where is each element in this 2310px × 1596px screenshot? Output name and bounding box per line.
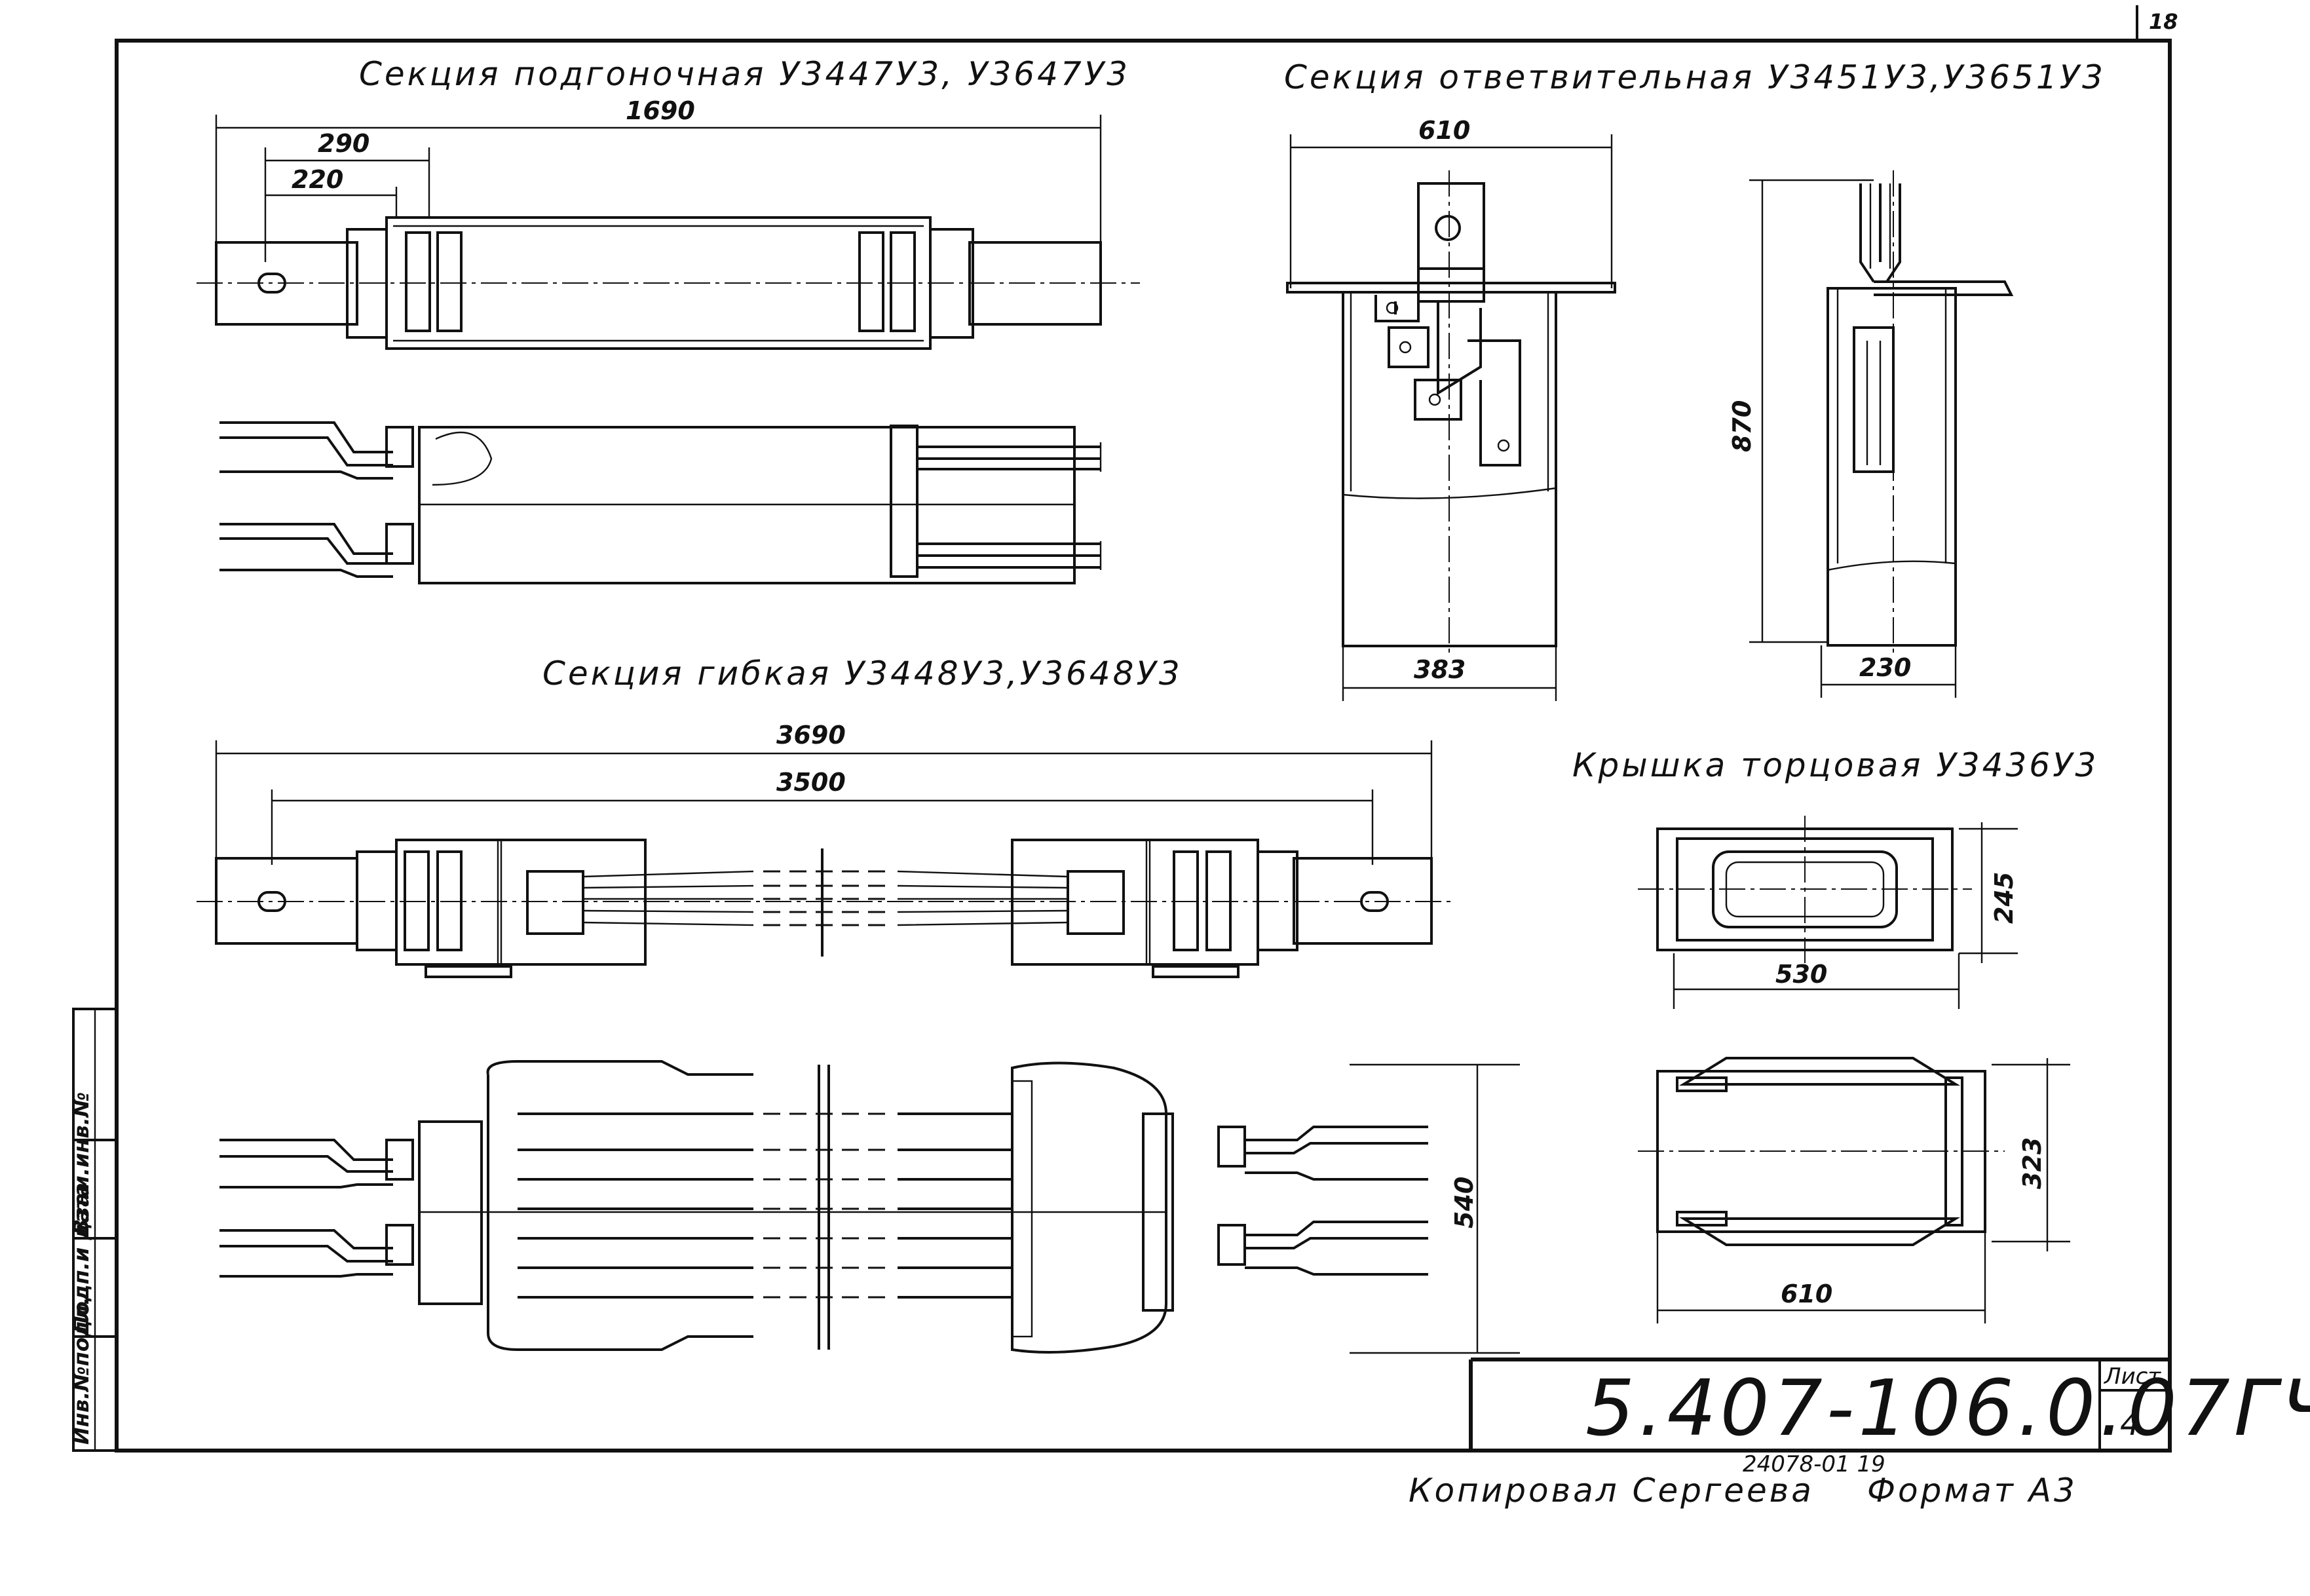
branch-dim-width-bottom: 383: [1414, 655, 1466, 684]
adjusting-side-view: [219, 421, 1102, 584]
footer: 24078-01 19 Копировал Сергеева Формат А3: [1409, 1451, 2077, 1510]
end-cap-front-view: 245 530: [1638, 816, 2018, 1009]
branch-section: Секция ответвительная У3451У3,У3651У3 61…: [1284, 58, 2106, 701]
adjusting-top-view: [197, 216, 1140, 350]
sheet-number: 4: [2120, 1405, 2144, 1443]
order-number: 24078-01 19: [1743, 1451, 1885, 1477]
adjusting-dim-a: 290: [318, 129, 369, 158]
adjusting-section: Секция подгоночная У3447У3, У3647У3 1690…: [197, 55, 1140, 584]
adjusting-dim-b: 220: [292, 165, 343, 194]
side-stamp-swap-inv: Взам.инв.№: [69, 1092, 94, 1235]
branch-dim-side-width: 230: [1859, 653, 1911, 682]
branch-side-dimensions: 870 230: [1728, 179, 1957, 698]
end-cap-dim-height-a: 245: [1990, 872, 2018, 924]
adjusting-section-title: Секция подгоночная У3447У3, У3647У3: [359, 55, 1130, 93]
flexible-dim-height: 540: [1450, 1177, 1479, 1228]
flexible-dim-inner: 3500: [776, 768, 846, 797]
copied-by: Копировал Сергеева: [1409, 1472, 1814, 1510]
flexible-section: Секция гибкая У3448У3,У3648У3 3690 3500 …: [197, 655, 1520, 1354]
end-cap-dim-width-a: 530: [1775, 960, 1827, 989]
flexible-top-view: [197, 839, 1454, 978]
sheet-label: Лист: [2103, 1363, 2161, 1390]
document-number: 5.407-106.0.07ГЧ: [1585, 1363, 2310, 1453]
branch-dim-width-top: 610: [1418, 116, 1470, 145]
branch-front-view: [1286, 170, 1616, 655]
flexible-dimensions: 3690 3500 540: [215, 721, 1520, 1354]
end-cap-side-view: 323 610: [1638, 1057, 2070, 1323]
branch-side-view: [1827, 170, 2014, 655]
sheet-frame: 18: [115, 5, 2178, 1453]
paper-format: Формат А3: [1867, 1472, 2077, 1510]
flexible-dim-total: 3690: [776, 721, 846, 750]
end-cap-section: Крышка торцовая У3436У3 245 530: [1572, 746, 2098, 1323]
end-cap-title: Крышка торцовая У3436У3: [1572, 746, 2098, 784]
flexible-side-view: [219, 1060, 1428, 1354]
corner-sheet-number: 18: [2149, 9, 2178, 34]
branch-front-dimensions: 610 383: [1289, 116, 1613, 701]
branch-section-title: Секция ответвительная У3451У3,У3651У3: [1284, 58, 2106, 96]
adjusting-dim-total: 1690: [626, 96, 695, 125]
end-cap-dim-height-b: 323: [2018, 1137, 2047, 1189]
end-cap-dim-width-b: 610: [1781, 1280, 1832, 1308]
flexible-section-title: Секция гибкая У3448У3,У3648У3: [542, 655, 1183, 693]
branch-dim-height: 870: [1728, 400, 1756, 452]
side-stamp-inv-orig: Инв.№подл.: [69, 1297, 94, 1445]
side-stamp: Инв.№подл. Подп.и дата Взам.инв.№: [69, 1008, 118, 1452]
title-block: 5.407-106.0.07ГЧ Лист 4: [1469, 1358, 2310, 1453]
side-stamp-sign-date: Подп.и дата: [69, 1183, 94, 1333]
